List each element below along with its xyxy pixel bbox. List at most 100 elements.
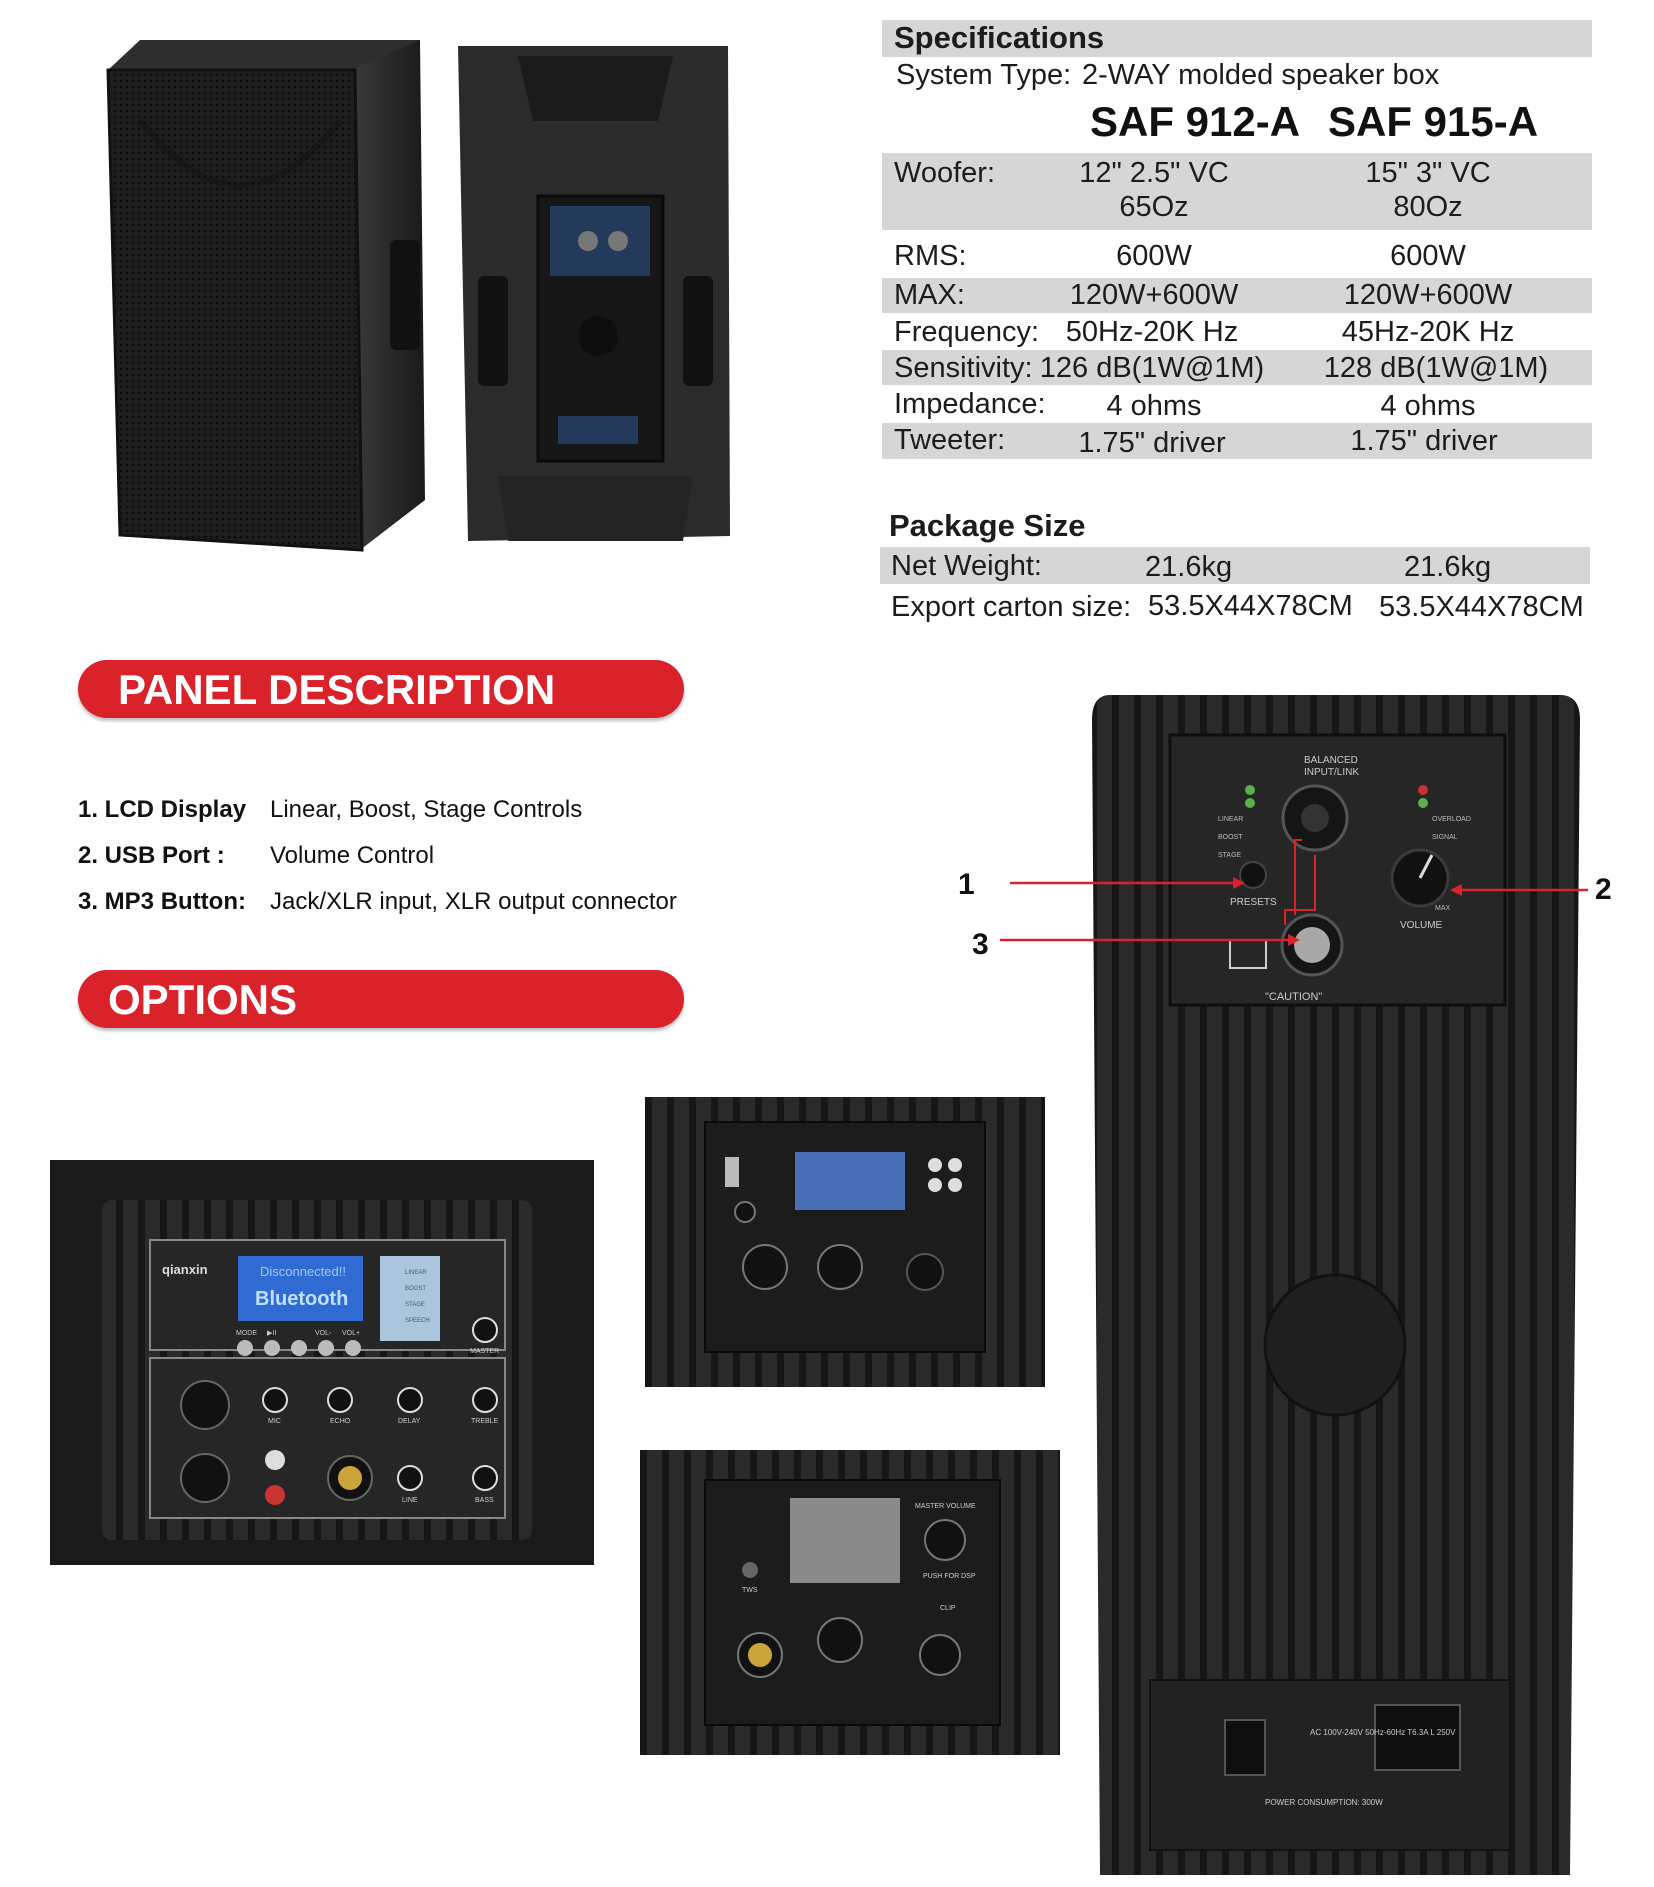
spec-value-a-impedance: 4 ohms: [1106, 390, 1202, 422]
spec-value-b-frequency: 45Hz-20K Hz: [1341, 316, 1515, 348]
system-type-value: 2-WAY molded speaker box: [1082, 59, 1440, 91]
desc-label-1: 1. LCD Display: [78, 796, 247, 823]
label-signal: SIGNAL: [1432, 834, 1458, 841]
package-row-bg-weight: [880, 547, 1590, 584]
callout-number-1: 1: [958, 868, 975, 901]
spec-value-a-max: 120W+600W: [1069, 279, 1239, 311]
label-volume: VOLUME: [1400, 920, 1443, 931]
desc-text-2: Volume Control: [270, 842, 435, 869]
opt-tws: TWS: [742, 1587, 758, 1594]
label-power-consumption: POWER CONSUMPTION: 300W: [1265, 1798, 1383, 1807]
package-label-weight: Net Weight:: [891, 550, 1042, 582]
opt-knob-mic: MIC: [268, 1418, 281, 1425]
opt-mode-speech: SPEECH: [405, 1318, 430, 1324]
package-value-a-carton: 53.5X44X78CM: [1148, 590, 1353, 622]
spec-label-tweeter: Tweeter:: [894, 424, 1006, 456]
arrow-internal-a: [1284, 855, 1316, 925]
callout-number-3: 3: [972, 928, 989, 961]
opt-knob-echo: ECHO: [330, 1418, 351, 1425]
option-panel-dsp-photo: MASTER VOLUME PUSH FOR DSP TWS CLIP: [640, 1450, 1060, 1755]
spec-value-b2-woofer: 80Oz: [1393, 191, 1463, 223]
spec-label-impedance: Impedance:: [894, 388, 1046, 420]
arrow-internal-b: [1294, 839, 1302, 915]
spec-label-max: MAX:: [894, 279, 965, 311]
speaker-front-photo: [106, 40, 425, 552]
spec-label-sensitivity: Sensitivity:: [894, 352, 1033, 384]
opt-btn-volminus: VOL-: [315, 1330, 332, 1337]
opt-knob-bass: BASS: [475, 1497, 494, 1504]
opt-lcd-top: Disconnected!!: [260, 1264, 346, 1279]
spec-value-a-tweeter: 1.75" driver: [1078, 427, 1226, 459]
spec-value-b-max: 120W+600W: [1343, 279, 1513, 311]
power-switch[interactable]: [1224, 1719, 1266, 1776]
model-name-a: SAF 912-A: [1090, 98, 1301, 145]
package-label-carton: Export carton size:: [891, 591, 1132, 623]
opt-mode-linear: LINEAR: [405, 1270, 427, 1276]
spec-row-bg-sensitivity: [882, 350, 1592, 385]
label-balanced: BALANCED: [1304, 755, 1358, 766]
spec-row-bg-woofer: [882, 153, 1592, 230]
spec-label-rms: RMS:: [894, 240, 967, 272]
label-presets: PRESETS: [1230, 897, 1277, 908]
spec-row-bg-max: [882, 278, 1592, 313]
callout-arrows: [1000, 877, 1588, 946]
opt-lcd-main: Bluetooth: [255, 1288, 348, 1310]
package-title: Package Size: [889, 508, 1086, 543]
label-input-link: INPUT/LINK: [1304, 767, 1359, 778]
opt-btn-play: ▶II: [267, 1330, 276, 1337]
opt-btn-mode: MODE: [236, 1330, 257, 1337]
opt-master-volume: MASTER VOLUME: [915, 1503, 976, 1510]
spec-value-b-sensitivity: 128 dB(1W@1M): [1323, 352, 1549, 384]
label-caution: "CAUTION": [1265, 991, 1322, 1003]
opt-clip: CLIP: [940, 1605, 956, 1612]
spec-value-b-woofer: 15" 3" VC: [1365, 157, 1491, 189]
spec-label-frequency: Frequency:: [894, 316, 1040, 348]
opt-mode-stage: STAGE: [405, 1302, 425, 1308]
label-max: MAX: [1435, 905, 1451, 912]
opt-brand: qianxin: [162, 1262, 208, 1277]
option-panel-lcd-photo: [645, 1097, 1045, 1387]
label-stage: STAGE: [1218, 852, 1242, 859]
opt-knob-delay: DELAY: [398, 1418, 421, 1425]
desc-label-3: 3. MP3 Button:: [78, 888, 246, 915]
spec-value-a-frequency: 50Hz-20K Hz: [1065, 316, 1239, 348]
spec-value-b-impedance: 4 ohms: [1380, 390, 1476, 422]
label-overload: OVERLOAD: [1432, 816, 1471, 823]
power-inlet[interactable]: [1374, 1704, 1461, 1771]
option-panel-bluetooth-photo: qianxin Disconnected!! Bluetooth LINEAR …: [50, 1160, 594, 1565]
spec-value-a-woofer: 12" 2.5" VC: [1079, 157, 1229, 189]
system-type-label: System Type:: [896, 59, 1072, 91]
package-value-b-carton: 53.5X44X78CM: [1379, 591, 1584, 623]
panel-description-header: PANEL DESCRIPTION: [78, 660, 684, 718]
model-name-b: SAF 915-A: [1328, 98, 1539, 145]
spec-row-bg-tweeter: [882, 423, 1592, 459]
spec-label-woofer: Woofer:: [894, 157, 996, 189]
options-header: OPTIONS: [78, 970, 684, 1028]
opt-knob-line: LINE: [402, 1497, 418, 1504]
callout-number-2: 2: [1595, 873, 1612, 906]
desc-label-2: 2. USB Port :: [78, 842, 225, 869]
label-linear: LINEAR: [1218, 816, 1243, 823]
spec-value-b-rms: 600W: [1390, 240, 1466, 272]
presets-button[interactable]: [1239, 861, 1267, 889]
label-boost: BOOST: [1218, 834, 1243, 841]
spec-value-b-tweeter: 1.75" driver: [1350, 425, 1498, 457]
opt-btn-volplus: VOL+: [342, 1330, 360, 1337]
opt-knob-treble: TREBLE: [471, 1418, 499, 1425]
opt-mode-boost: BOOST: [405, 1286, 426, 1292]
desc-text-1: Linear, Boost, Stage Controls: [270, 796, 583, 823]
options-title: OPTIONS: [108, 976, 298, 1023]
opt-knob-master: MASTER: [470, 1348, 499, 1355]
amp-panel-photo: BALANCED INPUT/LINK LINEAR BOOST STAGE O…: [1092, 695, 1580, 1875]
speaker-back-photo: [458, 46, 730, 541]
desc-text-3: Jack/XLR input, XLR output connector: [270, 888, 677, 915]
label-power-rating: AC 100V-240V 50Hz-60Hz T6.3A L 250V: [1310, 1728, 1456, 1737]
spec-value-a-rms: 600W: [1116, 240, 1192, 272]
spec-title-bar: [882, 20, 1592, 57]
panel-description-title: PANEL DESCRIPTION: [118, 666, 556, 713]
spec-value-a2-woofer: 65Oz: [1119, 191, 1189, 223]
package-value-b-weight: 21.6kg: [1404, 551, 1492, 583]
spec-value-a-sensitivity: 126 dB(1W@1M): [1039, 352, 1265, 384]
package-value-a-weight: 21.6kg: [1145, 551, 1233, 583]
spec-title: Specifications: [894, 20, 1105, 55]
